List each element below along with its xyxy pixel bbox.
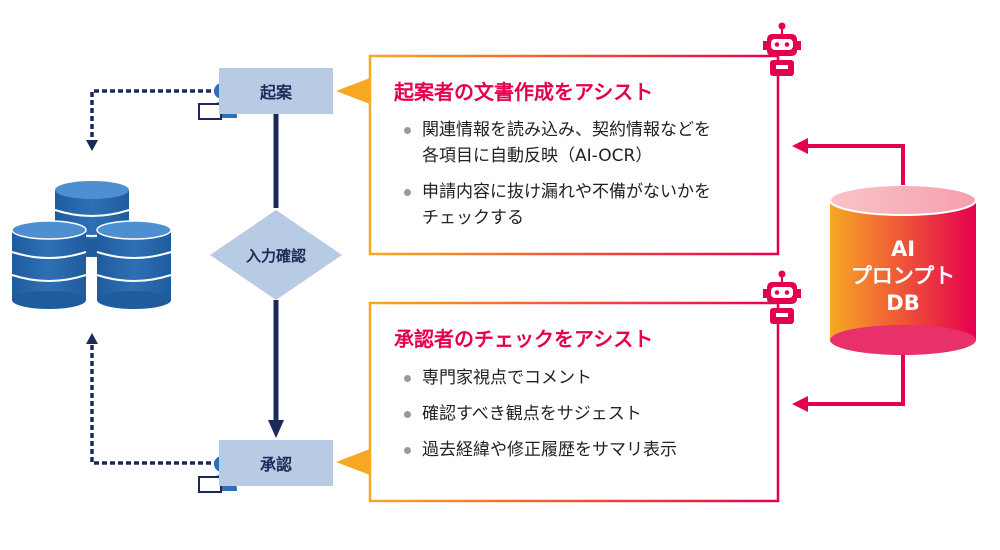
db-arrow-bottom xyxy=(792,355,905,412)
db-arrow-top xyxy=(792,138,905,185)
bullet-line: 過去経緯や修正履歴をサマリ表示 xyxy=(422,440,677,460)
bullet-line: 専門家視点でコメント xyxy=(422,368,592,388)
panel-title: 承認者のチェックをアシスト xyxy=(394,327,654,351)
input-check-diamond xyxy=(210,210,342,300)
ai-db-label-line: DB xyxy=(886,291,920,315)
ai-db-label-line: AI xyxy=(890,237,916,261)
panel-pointer-top xyxy=(336,78,370,104)
bullet-item: 確認すべき観点をサジェスト xyxy=(402,401,677,427)
bullet-item: 過去経緯や修正履歴をサマリ表示 xyxy=(402,437,677,463)
bullet-line: 確認すべき観点をサジェスト xyxy=(422,404,642,424)
dotted-connector-top xyxy=(86,89,219,151)
bullet-item: 専門家視点でコメント xyxy=(402,365,677,391)
robot-icon xyxy=(763,270,801,324)
drafting-box: 起案 xyxy=(219,68,333,114)
ai-db-label-line: プロンプト xyxy=(850,264,956,288)
ai-db-label: AI プロンプト DB xyxy=(830,236,976,317)
ai-prompt-db-cylinder xyxy=(829,184,977,355)
input-check-label: 入力確認 xyxy=(245,246,306,265)
bullet-item: 関連情報を読み込み、契約情報などを 各項目に自動反映（AI-OCR） xyxy=(402,117,711,169)
panel-pointer-bottom xyxy=(336,449,370,475)
bullet-line: 申請内容に抜け漏れや不備がないかを xyxy=(422,182,711,202)
robot-icon xyxy=(763,22,801,76)
bullet-line: 各項目に自動反映（AI-OCR） xyxy=(422,146,653,166)
bullet-list: 専門家視点でコメント 確認すべき観点をサジェスト 過去経緯や修正履歴をサマリ表示 xyxy=(402,365,677,473)
drafting-assist-panel xyxy=(368,54,780,256)
bullet-item: 申請内容に抜け漏れや不備がないかを チェックする xyxy=(402,179,711,231)
flow-line xyxy=(268,114,284,438)
bullet-line: 関連情報を読み込み、契約情報などを xyxy=(422,120,711,140)
database-stack-icon xyxy=(11,181,172,309)
dotted-connector-bottom xyxy=(86,333,219,465)
bullet-line: チェックする xyxy=(422,208,524,228)
approval-assist-panel xyxy=(368,301,780,503)
panel-title: 起案者の文書作成をアシスト xyxy=(394,80,654,104)
approval-box: 承認 xyxy=(219,440,333,486)
bullet-list: 関連情報を読み込み、契約情報などを 各項目に自動反映（AI-OCR） 申請内容に… xyxy=(402,117,711,241)
